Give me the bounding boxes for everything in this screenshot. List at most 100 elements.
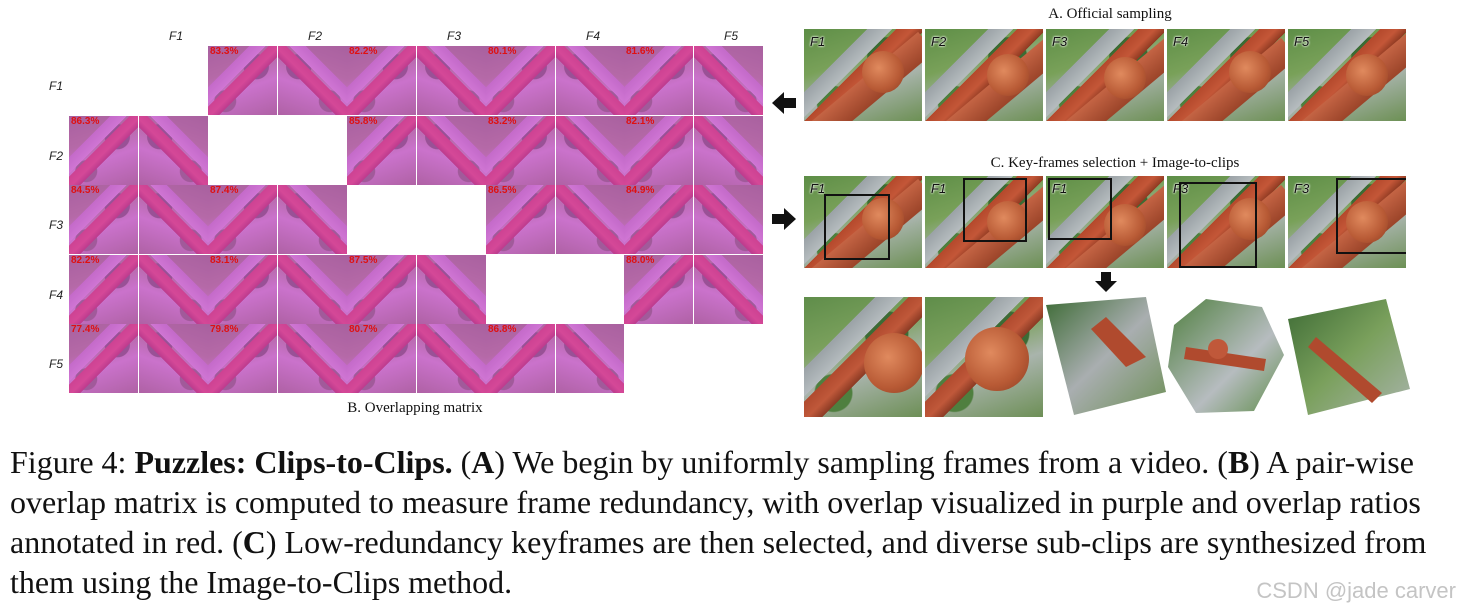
matrix-thumbnail: [694, 255, 763, 324]
overlap-ratio: 80.7%: [349, 324, 378, 335]
matrix-cell: [208, 116, 347, 185]
matrix-cell: 83.2%: [486, 116, 625, 185]
sub-clip-4: [1168, 299, 1284, 413]
panel-c-frame: F3: [1288, 176, 1406, 268]
matrix-thumbnail: [69, 324, 138, 393]
panel-c-frame-label: F1: [1052, 181, 1068, 196]
panel-a-frame-label: F5: [1294, 34, 1310, 49]
panel-a-frame: F2: [925, 29, 1043, 121]
panel-a-frame: F4: [1167, 29, 1285, 121]
overlap-ratio: 85.8%: [349, 116, 378, 127]
overlap-ratio: 87.5%: [349, 255, 378, 266]
matrix-thumbnail: [694, 185, 763, 254]
matrix-cell: 82.1%: [624, 116, 763, 185]
selection-box: [1048, 178, 1112, 240]
matrix-thumbnail: [69, 255, 138, 324]
matrix-thumbnail: [694, 46, 763, 115]
caption-part-c-text: ) Low-redundancy keyframes are then sele…: [10, 524, 1427, 600]
matrix-caption: B. Overlapping matrix: [347, 400, 483, 416]
matrix-row-label-f1: F1: [49, 79, 64, 93]
matrix-cell: 83.1%: [208, 255, 347, 324]
matrix-thumbnail: [624, 46, 693, 115]
panel-c-frame: F3: [1167, 176, 1285, 268]
overlap-ratio: 84.9%: [626, 185, 655, 196]
matrix-thumbnail: [278, 185, 347, 254]
matrix-col-label-f1: F1: [168, 29, 183, 43]
matrix-col-label-f4: F4: [585, 29, 600, 43]
sub-clip-1: [804, 297, 922, 417]
panel-a-frame: F5: [1288, 29, 1406, 121]
selection-box: [824, 194, 890, 260]
panel-c-frame: F1: [804, 176, 922, 268]
matrix-cell: [347, 185, 486, 254]
selection-box: [1336, 178, 1406, 254]
matrix-cell: 82.2%: [69, 255, 208, 324]
panel-a-frame-label: F3: [1052, 34, 1068, 49]
overlap-ratio: 81.6%: [626, 46, 655, 57]
matrix-cell: 86.8%: [486, 324, 625, 393]
matrix-thumbnail: [556, 324, 625, 393]
overlap-ratio: 87.4%: [210, 185, 239, 196]
matrix-thumbnail: [556, 185, 625, 254]
matrix-thumbnail: [624, 185, 693, 254]
matrix-cell: 88.0%: [624, 255, 763, 324]
matrix-thumbnail: [486, 116, 555, 185]
matrix-thumbnail: [69, 116, 138, 185]
selection-box: [1179, 182, 1257, 268]
sub-clip-2: [925, 297, 1043, 417]
matrix-cell: [69, 46, 208, 115]
overlap-ratio: 82.2%: [349, 46, 378, 57]
matrix-thumbnail: [208, 185, 277, 254]
overlap-ratio: 86.5%: [488, 185, 517, 196]
matrix-cell: 84.9%: [624, 185, 763, 254]
matrix-thumbnail: [347, 324, 416, 393]
overlap-ratio: 86.8%: [488, 324, 517, 335]
matrix-col-label-f2: F2: [307, 29, 322, 43]
matrix-thumbnail: [486, 46, 555, 115]
overlap-ratio: 83.1%: [210, 255, 239, 266]
matrix-thumbnail: [347, 116, 416, 185]
panel-c-frame-label: F3: [1294, 181, 1310, 196]
matrix-cell: 83.3%: [208, 46, 347, 115]
watermark: CSDN @jade carver: [1256, 578, 1456, 603]
matrix-thumbnail: [139, 185, 208, 254]
panel-a-title: A. Official sampling: [1048, 6, 1172, 22]
matrix-thumbnail: [69, 185, 138, 254]
matrix-col-label-f3: F3: [446, 29, 461, 43]
caption-part-a-label: A: [471, 444, 495, 480]
sub-clip-5: [1288, 299, 1410, 415]
panel-c-frame-label: F1: [931, 181, 947, 196]
overlap-ratio: 88.0%: [626, 255, 655, 266]
overlap-ratio: 82.2%: [71, 255, 100, 266]
matrix-thumbnail: [556, 46, 625, 115]
matrix-thumbnail: [208, 46, 277, 115]
matrix-thumbnail: [139, 324, 208, 393]
arrow-right-icon: [772, 208, 796, 230]
overlap-ratio: 79.8%: [210, 324, 239, 335]
panel-a-frame-label: F1: [810, 34, 826, 49]
panel-c-title: C. Key-frames selection + Image-to-clips: [990, 155, 1240, 171]
matrix-cell: 79.8%: [208, 324, 347, 393]
figure-caption: Figure 4: Puzzles: Clips-to-Clips. (A) W…: [10, 444, 1427, 600]
matrix-cell: 87.5%: [347, 255, 486, 324]
panel-c-frame: F1: [925, 176, 1043, 268]
matrix-cell: 86.5%: [486, 185, 625, 254]
matrix-thumbnail: [417, 46, 486, 115]
panel-c-frame-label: F1: [810, 181, 826, 196]
matrix-thumbnail: [417, 324, 486, 393]
overlap-ratio: 80.1%: [488, 46, 517, 57]
matrix-thumbnail: [278, 324, 347, 393]
matrix-row-label-f4: F4: [49, 288, 64, 302]
matrix-thumbnail: [278, 255, 347, 324]
matrix-row-label-f3: F3: [49, 218, 64, 232]
caption-part-a-text: We begin by uniformly sampling frames fr…: [505, 444, 1228, 480]
overlap-ratio: 82.1%: [626, 116, 655, 127]
caption-part-b-label: B: [1227, 444, 1250, 480]
matrix-cell: 80.1%: [486, 46, 625, 115]
matrix-thumbnail: [624, 116, 693, 185]
matrix-cell: [486, 255, 625, 324]
arrow-down-icon: [1095, 272, 1117, 292]
arrow-left-icon: [772, 92, 796, 114]
matrix-cell: 80.7%: [347, 324, 486, 393]
matrix-cell: 87.4%: [208, 185, 347, 254]
